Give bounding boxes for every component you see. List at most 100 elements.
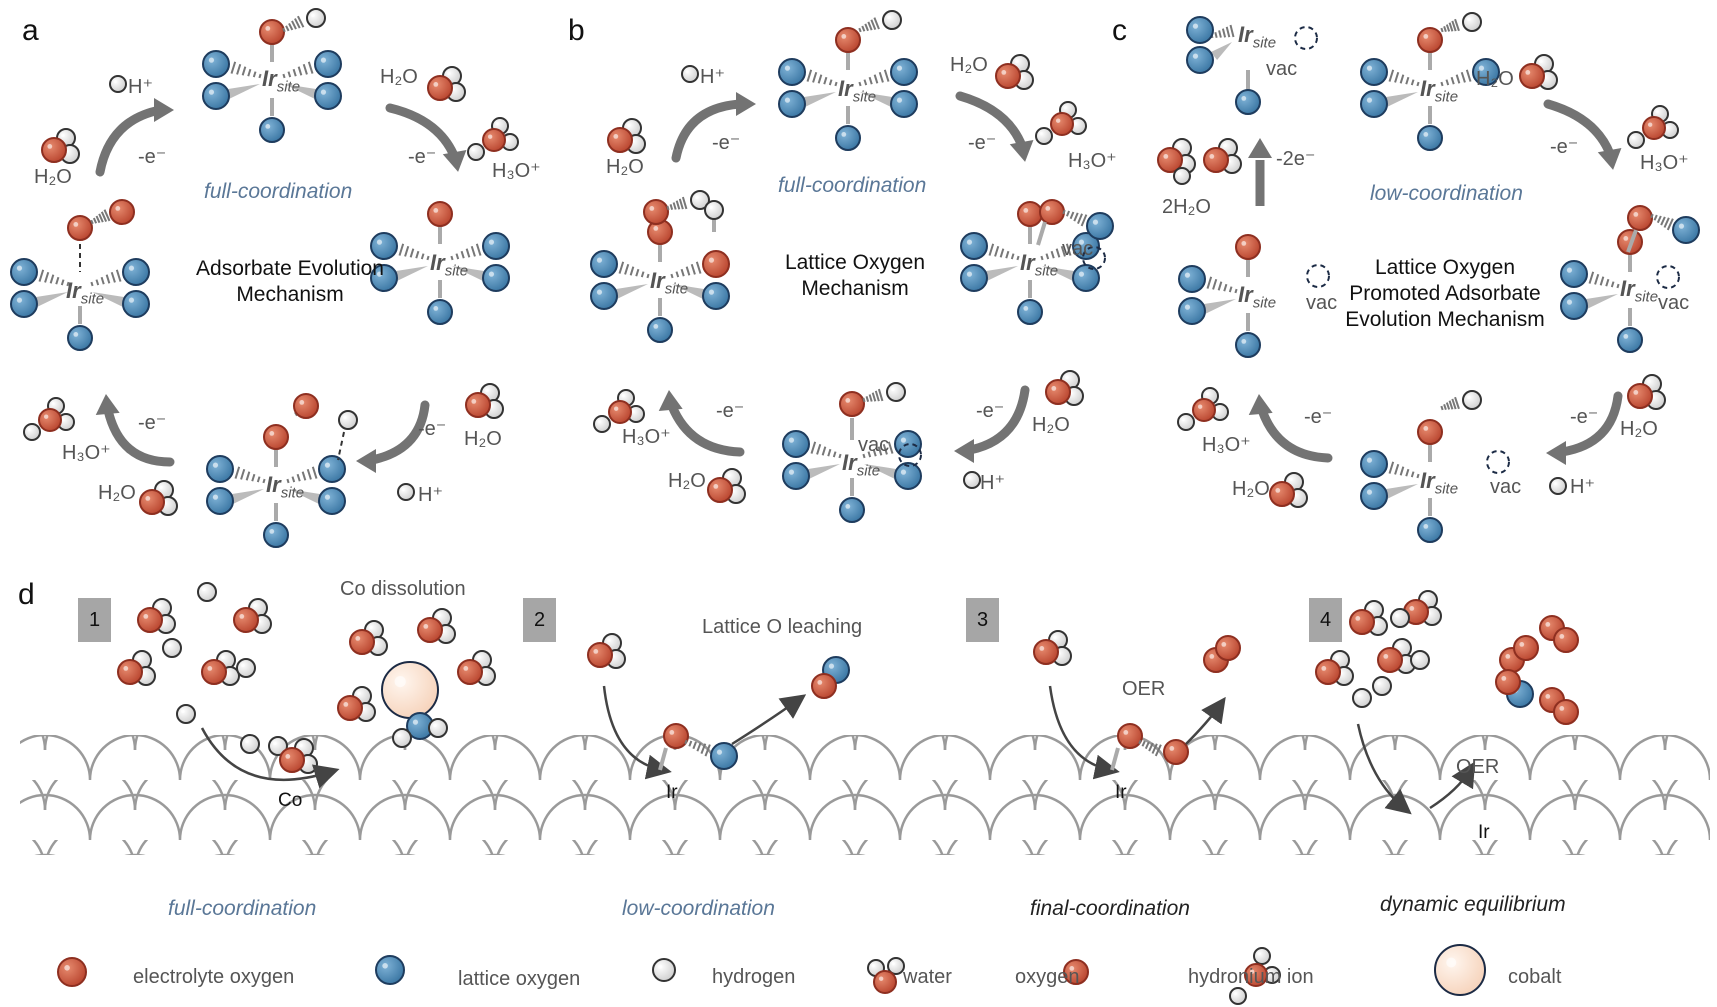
hashed-bond [470, 245, 476, 257]
hashed-bond [311, 466, 318, 479]
atom-highlight [1123, 730, 1129, 735]
hashed-bond [1440, 405, 1444, 411]
atom-body [122, 290, 150, 318]
hashed-bond [684, 739, 688, 745]
hashed-bond [55, 276, 60, 285]
hashed-bond [838, 453, 842, 459]
atom-highlight [788, 437, 795, 443]
hashed-bond [877, 446, 883, 456]
atom-highlight [221, 655, 225, 660]
hashed-bond [1069, 211, 1075, 220]
atom-highlight [708, 289, 715, 295]
hashed-bond [1656, 215, 1662, 224]
electrolyte-oxygen-atom [1553, 627, 1579, 653]
lattice-oxygen-atom [839, 497, 865, 523]
electron-transfer-label: -e⁻ [712, 132, 741, 154]
reaction-arrow [1257, 405, 1333, 463]
atom-highlight [113, 80, 117, 84]
water-molecule [707, 477, 733, 503]
lattice-oxygen-atom [1186, 16, 1214, 44]
electron-transfer-label: -e⁻ [1550, 136, 1579, 158]
hashed-bond [1405, 76, 1410, 85]
water-molecule [1269, 481, 1295, 507]
atom-highlight [115, 206, 121, 211]
atom-body [467, 143, 485, 161]
hashed-bond [60, 279, 65, 286]
lattice-oxygen-atom [10, 290, 38, 318]
atom-body [1050, 112, 1074, 136]
hashed-bond [1050, 250, 1055, 259]
atom-highlight [607, 638, 611, 643]
atom-highlight [1177, 143, 1181, 148]
atom-highlight [299, 400, 305, 405]
hashed-bond [1218, 30, 1222, 38]
atom-highlight [1545, 694, 1551, 699]
atom-highlight [727, 473, 731, 478]
atom-body [1178, 265, 1206, 293]
atom-body [1072, 264, 1100, 292]
hashed-bond [241, 66, 247, 76]
atom-body [427, 299, 453, 325]
legend-label-cobalt: cobalt [1508, 966, 1562, 988]
water-molecule [465, 392, 491, 418]
hashed-bond [1610, 281, 1615, 288]
atom-body [1192, 398, 1216, 422]
hydrogen-atom [236, 658, 256, 678]
electron-transfer-label: -e⁻ [976, 400, 1005, 422]
hashed-bond [669, 203, 674, 211]
hashed-bond [296, 473, 301, 482]
water-label: H₂O [380, 66, 418, 88]
electrolyte-oxygen-atom [1215, 635, 1241, 661]
hydrogen-atom [176, 704, 196, 724]
atom-highlight [1623, 334, 1629, 339]
atom-body [314, 82, 342, 110]
legend-label-electrolyte-oxygen: electrolyte oxygen [133, 966, 295, 988]
atom-highlight [1631, 136, 1635, 140]
hydrogen-atom [882, 10, 902, 30]
water-molecule [457, 659, 483, 685]
lattice-oxygen-atom [1235, 89, 1261, 115]
atom-highlight [1377, 681, 1381, 686]
atom-highlight [208, 89, 215, 95]
atom-highlight [285, 754, 291, 759]
step-1-state-label: full-coordination [168, 897, 317, 920]
atom-body [465, 392, 491, 418]
atom-body [318, 487, 346, 515]
water-molecule [349, 629, 375, 655]
atom-body [963, 471, 981, 489]
atom-highlight [485, 388, 489, 393]
atom-body [1513, 635, 1539, 661]
hydrogen-atom [197, 582, 217, 602]
lattice-oxygen-atom [1672, 216, 1700, 244]
hydronium-label: H₃O⁺ [1640, 152, 1689, 174]
water-molecule [1203, 147, 1229, 173]
hashed-bond [1650, 213, 1654, 219]
atom-highlight [1023, 306, 1029, 311]
hashed-bond [297, 15, 305, 28]
atom-highlight [157, 603, 161, 608]
atom-highlight [896, 65, 903, 71]
wedge-bond [230, 489, 264, 504]
vacancy-label: vac [1306, 292, 1338, 314]
atom-body [1560, 260, 1588, 288]
water-molecule [427, 75, 453, 101]
hashed-bond [1445, 402, 1451, 410]
water-molecule [995, 63, 1021, 89]
atom-body [41, 137, 67, 163]
electron-transfer-label: -e⁻ [1304, 406, 1333, 428]
hashed-bond [1416, 81, 1420, 87]
reaction-arrow [955, 91, 1027, 151]
hydrogen-atom [338, 410, 358, 430]
water-label: 2H₂O [1162, 196, 1211, 218]
atom-body [482, 128, 506, 152]
hashed-bond [867, 451, 872, 458]
wedge-bond [864, 464, 898, 479]
atom-highlight [324, 494, 331, 500]
wedge-bond [1384, 484, 1418, 499]
atom-highlight [596, 257, 603, 263]
atom-highlight [1065, 375, 1069, 380]
hashed-bond [685, 266, 691, 276]
panel-b-coordination-label: full-coordination [778, 174, 927, 197]
hashed-bond [1465, 69, 1472, 82]
atom-body [137, 607, 163, 633]
